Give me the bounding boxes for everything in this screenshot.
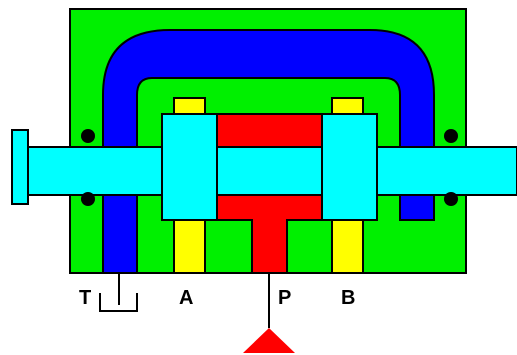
spool-land-left [161,113,218,221]
spool-end-cap [11,129,29,205]
tank-passage [102,29,435,274]
port-a-passage [173,219,206,274]
bolt [81,192,95,206]
port-label-b: B [341,287,355,309]
port-label-t: T [79,287,91,309]
bolt [444,192,458,206]
spool-rod [27,146,517,196]
spool-land-right [321,113,378,221]
port-b-passage [331,219,364,274]
tank-symbol [99,273,138,312]
bolt [444,129,458,143]
port-label-a: A [179,287,193,309]
port-label-p: P [278,287,291,309]
bolt [81,129,95,143]
pump-symbol [243,328,295,353]
